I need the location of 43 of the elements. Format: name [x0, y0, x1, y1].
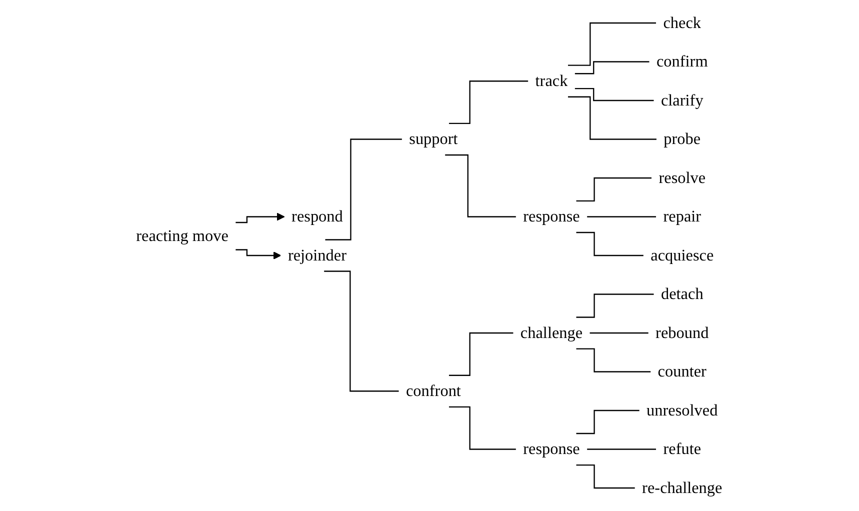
connector [576, 410, 640, 434]
arrow [236, 212, 286, 224]
connector [445, 154, 516, 218]
connector [326, 138, 402, 240]
node-text: support [409, 130, 458, 148]
node-text: response [523, 207, 580, 226]
node-text: confirm [656, 52, 708, 70]
connector [576, 348, 651, 372]
connector [587, 448, 656, 450]
node-text: unresolved [646, 401, 718, 420]
connector [449, 406, 516, 450]
node-text: respond [292, 207, 344, 226]
connector [449, 80, 528, 124]
node-text: re-challenge [642, 478, 723, 497]
connector [575, 88, 654, 102]
connector [576, 177, 652, 202]
node-text: clarify [661, 91, 704, 110]
connector [449, 332, 514, 376]
node-text: confront [406, 382, 462, 400]
connector [576, 232, 644, 256]
node-text: challenge [520, 324, 583, 342]
connector [576, 294, 654, 318]
node-text: reacting move [136, 226, 229, 245]
node-text: repair [664, 207, 702, 226]
node-text: track [536, 72, 568, 90]
node-text: detach [661, 284, 704, 303]
connector [568, 22, 656, 66]
connector [575, 61, 650, 74]
connector [587, 216, 656, 218]
node-text: probe [664, 130, 701, 148]
connector [590, 332, 649, 334]
connector [568, 96, 657, 140]
node-text: check [664, 14, 702, 32]
connector [576, 464, 636, 489]
node-text: refute [664, 440, 702, 458]
node-text: response [523, 440, 580, 458]
node-text: acquiesce [650, 246, 714, 264]
node-text: counter [658, 362, 707, 380]
connector [324, 270, 400, 392]
arrow [236, 249, 282, 260]
node-text: resolve [659, 168, 706, 187]
node-text: rebound [656, 324, 710, 342]
node-text: rejoinder [288, 246, 347, 264]
